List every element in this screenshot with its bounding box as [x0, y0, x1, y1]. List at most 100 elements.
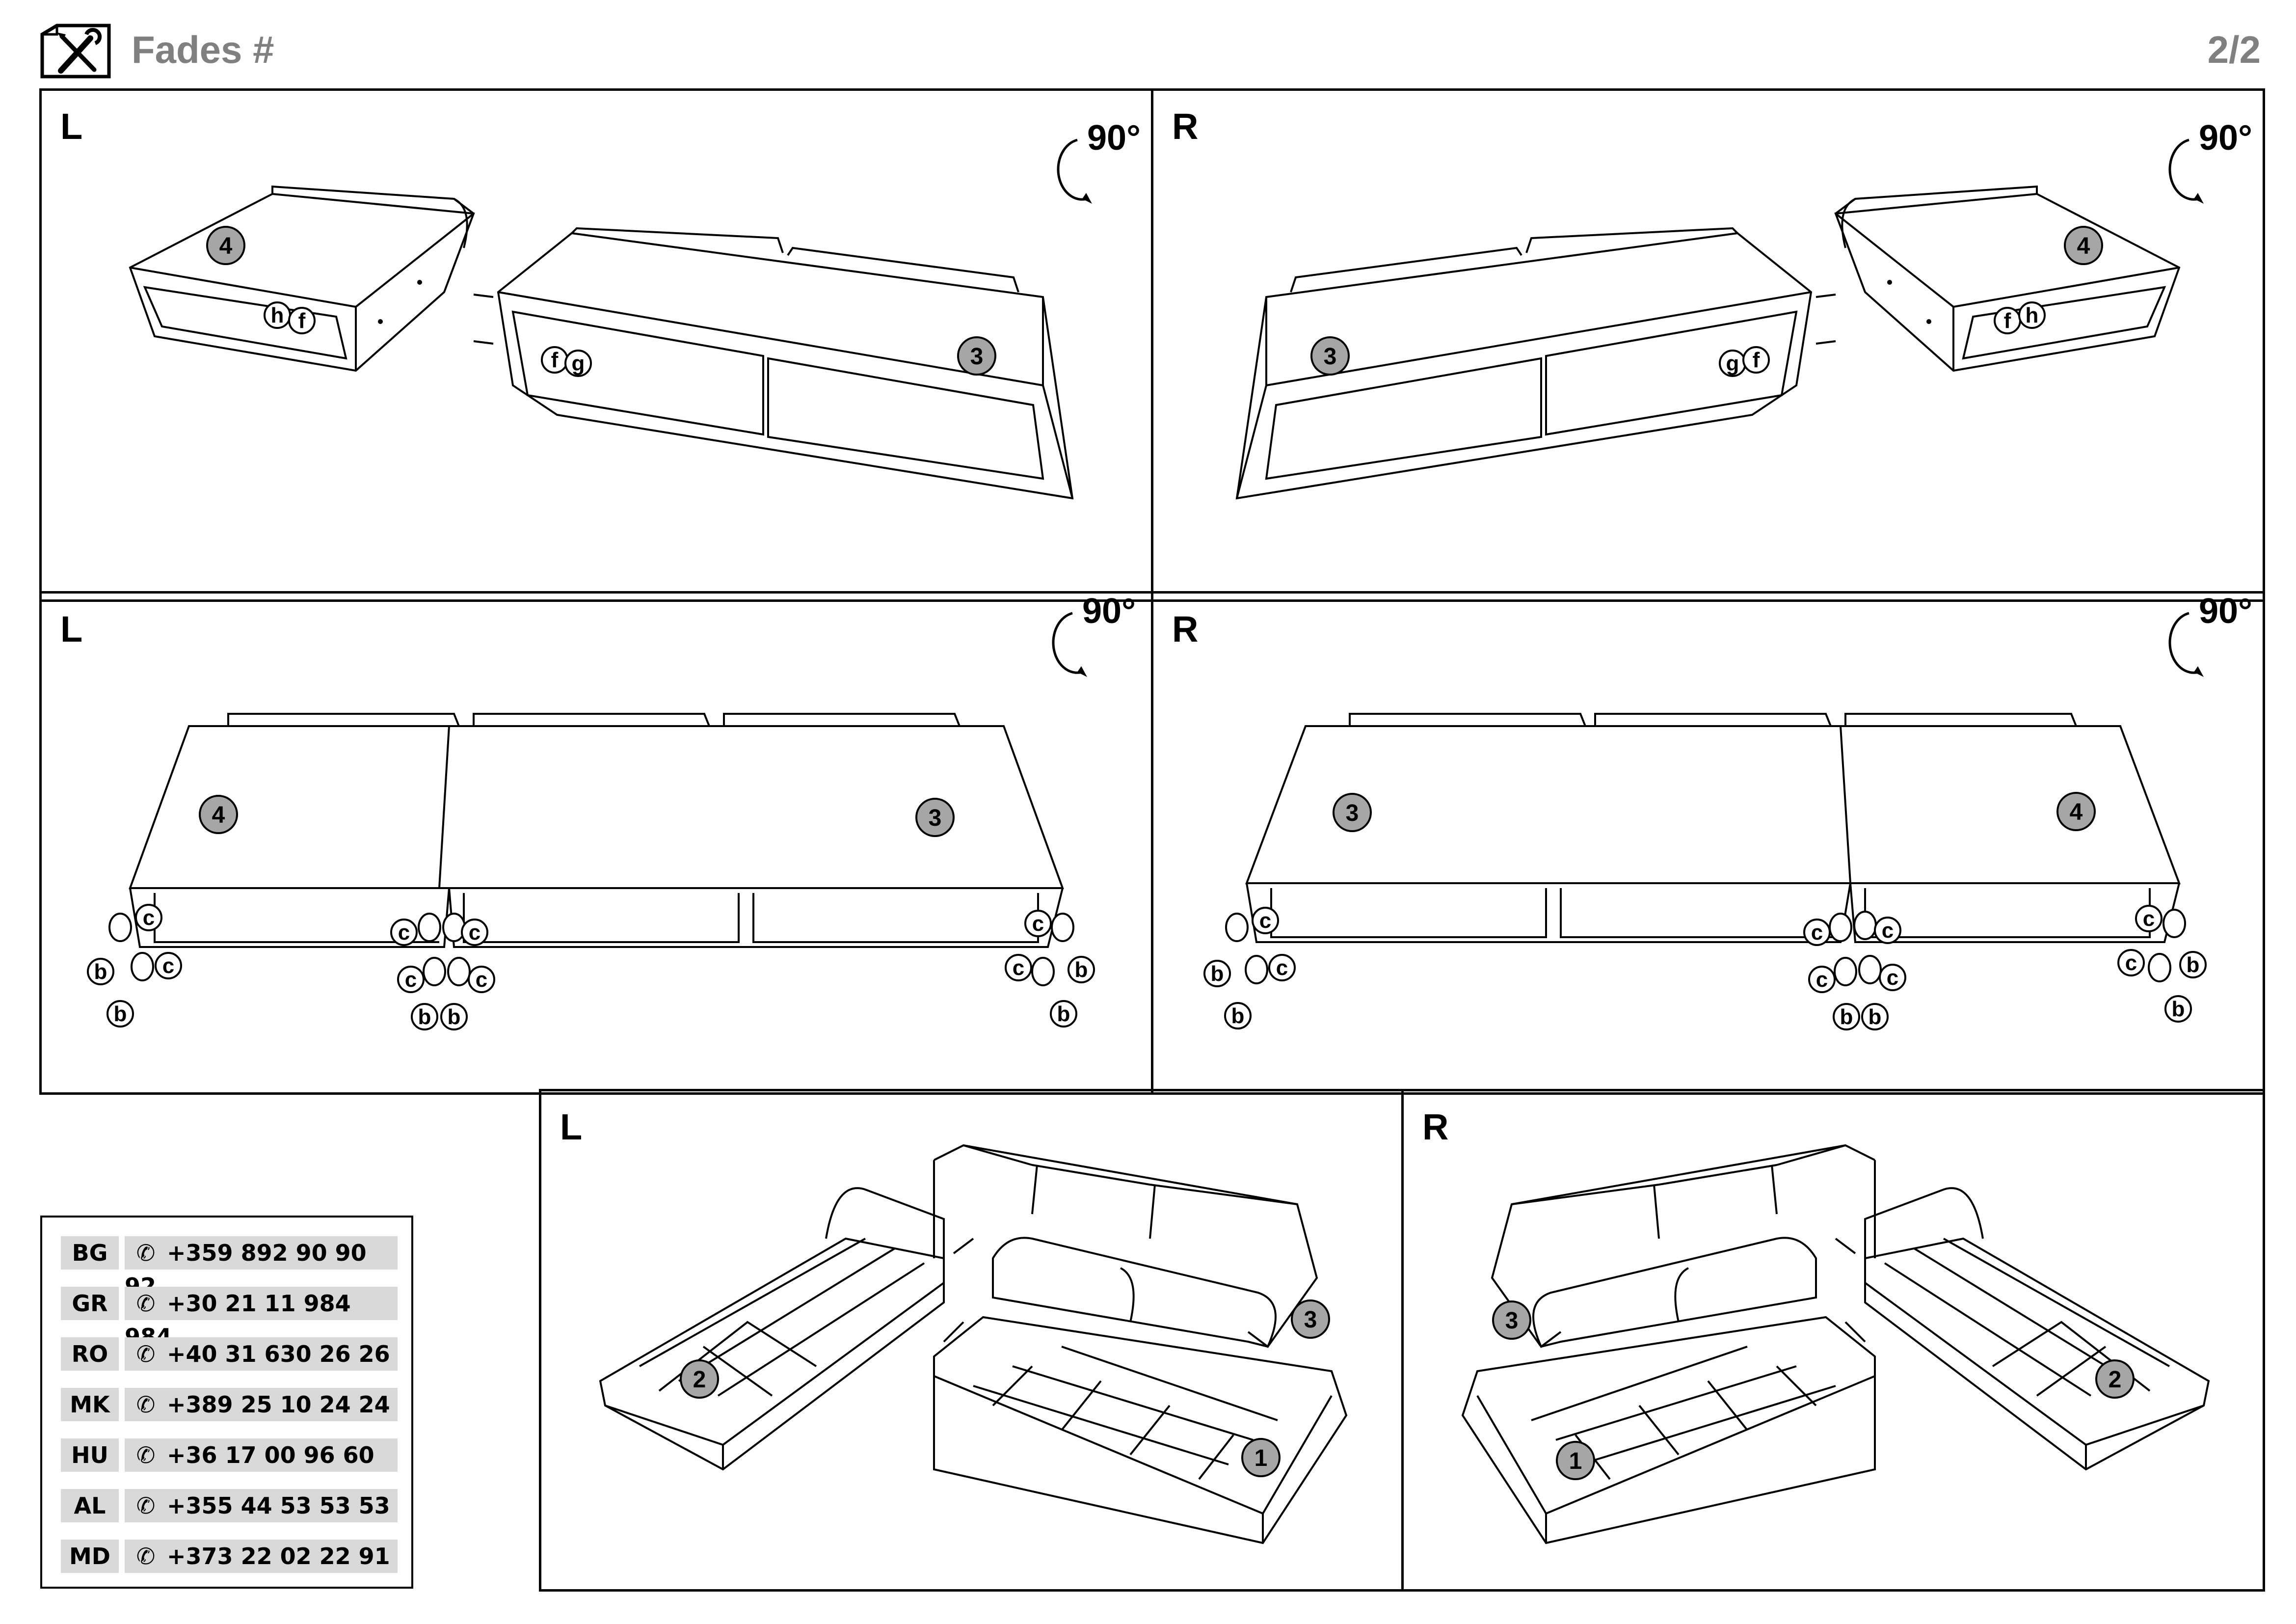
- svg-text:c: c: [405, 968, 417, 992]
- rotation-label: 90°: [2199, 594, 2252, 631]
- chaise-armrest: [1864, 1187, 1984, 1258]
- part-badge-3: 3: [1310, 336, 1350, 376]
- panel-label: R: [1172, 609, 1199, 650]
- phone-number: +359 892 90 90 92: [125, 1240, 367, 1299]
- phone-number: +36 17 00 96 60: [167, 1442, 374, 1468]
- fastener-b: b: [1861, 1003, 1889, 1030]
- country-code: MK: [61, 1388, 119, 1421]
- panel-step-right-top: R 90° 3: [1151, 88, 2265, 602]
- svg-text:g: g: [1726, 352, 1739, 376]
- panel-label: R: [1172, 106, 1199, 147]
- fastener-c: c: [135, 904, 162, 931]
- module-3-opening-b: [1265, 357, 1542, 480]
- panel-label: R: [1422, 1107, 1449, 1147]
- fastener-c: c: [397, 966, 425, 993]
- leg: [1031, 957, 1055, 986]
- svg-text:c: c: [162, 954, 174, 978]
- part-badge-4: 4: [2064, 226, 2103, 265]
- svg-text:f: f: [551, 348, 559, 372]
- phone-number: +373 22 02 22 91: [167, 1543, 390, 1570]
- main-sofa-seat: [933, 1316, 1348, 1544]
- country-code: HU: [61, 1438, 119, 1472]
- part-badge-3: 3: [1291, 1299, 1330, 1339]
- leg: [2148, 953, 2171, 982]
- fastener-h: h: [264, 301, 291, 329]
- svg-text:c: c: [1887, 966, 1898, 990]
- chaise-seat: [1864, 1237, 2210, 1471]
- connect-arrow: [473, 294, 494, 345]
- diagram-sofa-sections-left-top: 90° 4 3 h f f g: [129, 118, 1141, 500]
- backrest-cushions: [227, 713, 961, 727]
- leg: [1245, 955, 1268, 984]
- phone-icon: ✆: [136, 1341, 156, 1367]
- fastener-b: b: [1050, 1000, 1077, 1028]
- fastener-g: g: [1719, 350, 1746, 377]
- phone-icon: ✆: [136, 1543, 156, 1570]
- svg-text:c: c: [1013, 956, 1024, 980]
- svg-text:c: c: [143, 906, 155, 930]
- svg-text:b: b: [448, 1005, 461, 1029]
- fastener-c: c: [461, 919, 488, 946]
- svg-text:b: b: [94, 960, 107, 984]
- phone-icon: ✆: [136, 1442, 156, 1468]
- fastener-b: b: [1068, 956, 1095, 983]
- leg: [1858, 955, 1882, 984]
- svg-text:b: b: [418, 1005, 431, 1029]
- svg-text:2: 2: [2109, 1367, 2122, 1393]
- country-code: BG: [61, 1236, 119, 1270]
- sofa-top-surface: [1245, 725, 2181, 884]
- leg: [442, 913, 466, 942]
- fastener-b: b: [411, 1003, 438, 1030]
- svg-text:4: 4: [219, 233, 233, 259]
- main-sofa-bolster: [1532, 1237, 1817, 1348]
- fastener-b: b: [1203, 960, 1231, 987]
- svg-text:b: b: [2172, 997, 2185, 1021]
- fastener-c: c: [2135, 905, 2163, 932]
- connect-arrow: [1835, 1238, 1866, 1343]
- svg-text:b: b: [2187, 953, 2200, 977]
- part-badge-3: 3: [957, 336, 996, 376]
- leg: [2163, 909, 2186, 938]
- svg-text:c: c: [2143, 907, 2155, 931]
- svg-text:3: 3: [929, 805, 942, 831]
- fastener-c: c: [1005, 954, 1032, 981]
- fastener-c: c: [468, 966, 495, 993]
- module-4-opening: [1962, 286, 2166, 360]
- backrest-section: [934, 1144, 1318, 1348]
- fastener-c: c: [1268, 954, 1296, 981]
- svg-text:2: 2: [693, 1367, 706, 1393]
- main-sofa-bolster: [992, 1237, 1277, 1348]
- svg-text:f: f: [298, 309, 306, 333]
- part-badge-4: 4: [199, 795, 238, 834]
- backrest-cushions: [1349, 713, 2077, 727]
- svg-text:c: c: [1259, 909, 1271, 933]
- part-badge-4: 4: [206, 226, 245, 265]
- svg-text:b: b: [1075, 958, 1088, 982]
- module-3-opening-b: [767, 357, 1044, 480]
- fastener-b: b: [2164, 995, 2192, 1023]
- svg-text:c: c: [476, 968, 487, 992]
- fastener-c: c: [2117, 949, 2145, 976]
- svg-text:4: 4: [2070, 799, 2083, 825]
- svg-text:b: b: [1231, 1004, 1245, 1028]
- fastener-c: c: [1803, 919, 1831, 946]
- svg-text:3: 3: [970, 344, 984, 370]
- fastener-f: f: [1994, 307, 2021, 334]
- sofa-front-frame: [129, 888, 1064, 948]
- svg-text:3: 3: [1304, 1307, 1317, 1333]
- module-3-opening-a: [511, 310, 764, 436]
- svg-text:b: b: [1840, 1005, 1853, 1029]
- fastener-b: b: [440, 1003, 468, 1030]
- part-badge-3: 3: [1333, 793, 1372, 832]
- panel-label: L: [60, 106, 83, 147]
- svg-text:3: 3: [1324, 344, 1337, 370]
- svg-text:f: f: [1753, 348, 1760, 372]
- svg-text:3: 3: [1505, 1308, 1519, 1334]
- part-badge-2: 2: [2095, 1359, 2135, 1399]
- panel-step-left-top: L 90°: [39, 88, 1153, 602]
- diagram-sofa-legs-right: 90° 3 4 c b c b c c c c b b c b: [1203, 594, 2252, 1030]
- fastener-g: g: [564, 350, 592, 377]
- rotate-90-icon: 90°: [2168, 118, 2252, 204]
- fastener-f: f: [288, 307, 316, 334]
- leg: [447, 957, 471, 986]
